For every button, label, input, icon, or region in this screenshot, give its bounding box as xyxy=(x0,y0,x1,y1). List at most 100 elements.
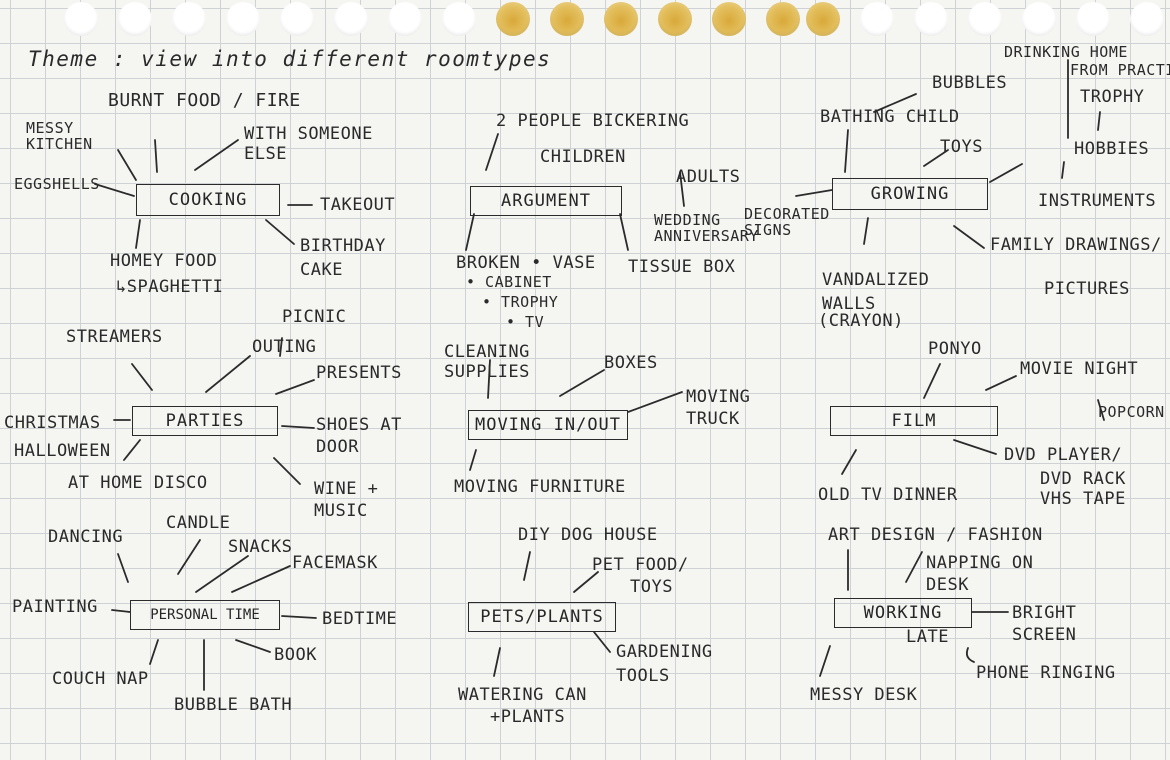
note-cleaning-supplies: CLEANING SUPPLIES xyxy=(444,342,530,382)
page-title: Theme : view into different roomtypes xyxy=(28,47,552,71)
note-hobbies: HOBBIES xyxy=(1074,139,1150,159)
note-vhs-tape: VHS TAPE xyxy=(1040,489,1126,509)
note-moving-furniture: MOVING FURNITURE xyxy=(454,477,626,497)
connector-line xyxy=(149,639,159,665)
note-late: LATE xyxy=(906,627,949,647)
connector-line xyxy=(465,213,475,251)
note-dancing: DANCING xyxy=(48,527,124,547)
note-ponyo: PONYO xyxy=(928,339,982,359)
connector-line xyxy=(965,647,975,663)
punch-hole xyxy=(914,2,948,36)
note-crayon: (CRAYON) xyxy=(818,311,904,331)
topic-box-cooking: COOKING xyxy=(136,184,280,216)
topic-box-pets-plants: PETS/PLANTS xyxy=(468,602,616,632)
note-pet-food: PET FOOD/ xyxy=(592,555,689,575)
note-pictures: PICTURES xyxy=(1044,279,1130,299)
punch-hole xyxy=(496,2,530,36)
punch-hole xyxy=(766,2,800,36)
connector-line xyxy=(469,449,477,471)
connector-line xyxy=(989,163,1023,183)
connector-line xyxy=(94,183,135,197)
connector-line xyxy=(593,631,611,653)
topic-box-moving-in-out: MOVING IN/OUT xyxy=(468,410,628,440)
topic-box-film: FILM xyxy=(830,406,998,436)
connector-line xyxy=(275,379,315,395)
punch-hole xyxy=(64,2,98,36)
punch-hole xyxy=(1130,2,1164,36)
note-plants: +PLANTS xyxy=(490,707,566,727)
connector-line xyxy=(265,219,295,245)
punch-hole xyxy=(1022,2,1056,36)
note-streamers: STREAMERS xyxy=(66,327,163,347)
connector-line xyxy=(953,439,997,455)
connector-line xyxy=(1097,399,1105,421)
note-two-people-bickering: 2 PEOPLE BICKERING xyxy=(496,111,690,131)
punch-hole xyxy=(712,2,746,36)
connector-line xyxy=(135,219,141,249)
note-wine-music: WINE + MUSIC xyxy=(314,479,379,521)
note-adults: ADULTS xyxy=(676,167,741,187)
note-outing: OUTING xyxy=(252,337,317,357)
topic-box-personal-time: PERSONAL TIME xyxy=(130,600,280,630)
connector-line xyxy=(487,359,491,399)
connector-line xyxy=(205,355,251,393)
note-napping-on-desk: NAPPING ON DESK xyxy=(926,553,1034,595)
connector-line xyxy=(281,615,317,619)
note-old-tv-dinner: OLD TV DINNER xyxy=(818,485,958,505)
connector-line xyxy=(279,337,283,357)
note-bright-screen: BRIGHT SCREEN xyxy=(1012,603,1077,645)
note-moving-truck: MOVING TRUCK xyxy=(686,387,751,429)
note-tissue-box: TISSUE BOX xyxy=(628,257,736,277)
note-diy-dog-house: DIY DOG HOUSE xyxy=(518,525,658,545)
note-homey-food: HOMEY FOOD xyxy=(110,251,218,271)
connector-line xyxy=(923,363,941,399)
connector-line xyxy=(273,457,301,485)
punch-hole xyxy=(442,2,476,36)
connector-line xyxy=(1097,111,1101,131)
note-children: CHILDREN xyxy=(540,147,626,167)
note-pets-toys: TOYS xyxy=(630,577,673,597)
connector-line xyxy=(523,551,531,581)
punch-hole xyxy=(172,2,206,36)
punched-holes xyxy=(0,0,1170,46)
note-couch-nap: COUCH NAP xyxy=(52,669,149,689)
connector-line xyxy=(679,171,685,207)
connector-line xyxy=(154,139,158,173)
punch-hole xyxy=(860,2,894,36)
connector-line xyxy=(923,149,949,167)
connector-line xyxy=(905,551,923,583)
note-eggshells: EGGSHELLS xyxy=(14,175,100,193)
punch-hole xyxy=(334,2,368,36)
note-tv: • TV xyxy=(506,313,545,331)
connector-line xyxy=(841,449,857,475)
connector-line xyxy=(195,555,249,593)
connector-line xyxy=(117,553,129,583)
connector-line xyxy=(194,139,239,171)
punch-hole xyxy=(806,2,840,36)
note-cabinet: • CABINET xyxy=(466,273,552,291)
note-wedding-anniversary: WEDDING ANNIVERSARY xyxy=(654,211,759,245)
connector-line xyxy=(117,149,137,181)
connector-line xyxy=(111,609,131,613)
connector-line xyxy=(131,363,153,391)
connector-line xyxy=(873,93,917,113)
punch-hole xyxy=(280,2,314,36)
topic-box-parties: PARTIES xyxy=(132,406,278,436)
note-decorated-signs: DECORATED SIGNS xyxy=(744,205,830,239)
topic-box-growing: GROWING xyxy=(832,178,988,210)
note-family-drawings: FAMILY DRAWINGS/ xyxy=(990,235,1162,255)
note-drinking-home: DRINKING HOME xyxy=(1004,43,1128,61)
note-burnt-food: BURNT FOOD / FIRE xyxy=(108,90,301,111)
note-popcorn: POPCORN xyxy=(1098,403,1165,421)
note-book: BOOK xyxy=(274,645,317,665)
connector-line xyxy=(281,425,315,429)
punch-hole xyxy=(550,2,584,36)
connector-line xyxy=(795,189,833,197)
punch-hole xyxy=(604,2,638,36)
punch-hole xyxy=(968,2,1002,36)
connector-line xyxy=(863,217,869,245)
note-phone-ringing: PHONE RINGING xyxy=(976,663,1116,683)
connector-line xyxy=(123,439,141,461)
note-vandalized-walls: VANDALIZED WALLS xyxy=(822,270,930,314)
note-dvd-rack: DVD RACK xyxy=(1040,469,1126,489)
